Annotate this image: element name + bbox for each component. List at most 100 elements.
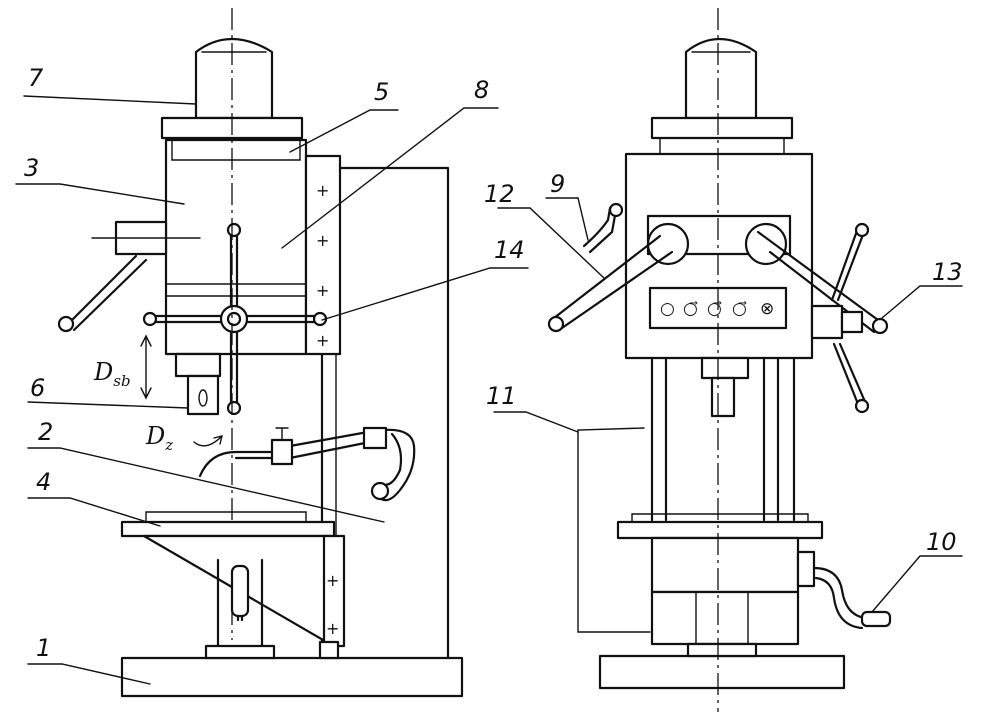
plus-mark: + bbox=[326, 619, 339, 638]
label-3: 3 bbox=[24, 154, 39, 182]
lever-knob bbox=[57, 315, 75, 333]
label-9: 9 bbox=[550, 170, 565, 198]
front-head-step bbox=[659, 137, 785, 155]
leader-5 bbox=[289, 109, 399, 153]
leader-lines bbox=[15, 95, 963, 685]
motor-front bbox=[684, 37, 758, 120]
label-8: 8 bbox=[474, 76, 489, 104]
label-2: 2 bbox=[38, 418, 53, 446]
rotation-motion-label: Dz bbox=[145, 422, 173, 454]
spindle bbox=[186, 374, 220, 416]
leader-4 bbox=[27, 497, 161, 527]
panel-symbol: ○ bbox=[660, 299, 675, 319]
small-handle bbox=[582, 206, 618, 254]
feed-motion-label: Dsb bbox=[93, 358, 131, 390]
feed-hub-front bbox=[810, 304, 844, 340]
feed-wheel-center bbox=[226, 311, 242, 327]
leader-8 bbox=[281, 107, 499, 249]
crank-arm bbox=[812, 566, 890, 630]
crank-handle bbox=[860, 610, 892, 628]
panel-symbol: ⊗ bbox=[760, 299, 774, 319]
table-support-front bbox=[650, 590, 800, 646]
motion-labels: Dsb Dz bbox=[93, 358, 173, 454]
column-body bbox=[320, 166, 450, 664]
plus-mark: + bbox=[316, 331, 329, 350]
front-view: ○ ○⃗ ○⃗ ○⃗ ⊗ bbox=[547, 8, 892, 712]
plus-mark: + bbox=[316, 181, 329, 200]
label-1: 1 bbox=[36, 634, 51, 662]
column-front bbox=[650, 356, 796, 522]
lever-left-knob bbox=[547, 315, 565, 333]
gearbox-lever bbox=[64, 254, 148, 332]
leader-14 bbox=[321, 267, 529, 321]
plus-mark: + bbox=[316, 281, 329, 300]
head-top-step bbox=[171, 137, 301, 161]
hose-end bbox=[370, 481, 390, 501]
panel-symbol: ○⃗ bbox=[732, 299, 747, 319]
plus-mark: + bbox=[316, 231, 329, 250]
motor-front-flange bbox=[650, 116, 794, 140]
table-top-plate bbox=[145, 511, 307, 523]
feed-wheel-spokes-v bbox=[229, 228, 239, 407]
spoke-knob bbox=[854, 398, 870, 414]
lever-right-knob bbox=[871, 317, 889, 335]
leader-6 bbox=[27, 401, 189, 409]
feed-arrow bbox=[140, 334, 152, 400]
support-front-lines bbox=[695, 591, 749, 645]
leader-1 bbox=[27, 663, 151, 685]
leader-12 bbox=[497, 207, 605, 279]
lever-hub-left bbox=[646, 222, 690, 266]
table-bracket-front bbox=[650, 536, 800, 594]
spoke-knob bbox=[142, 311, 158, 327]
label-5: 5 bbox=[374, 78, 389, 106]
feed-spokes-front bbox=[830, 226, 868, 406]
leader-2 bbox=[27, 447, 385, 523]
leader-11 bbox=[493, 411, 579, 433]
label-14: 14 bbox=[494, 236, 525, 264]
label-6: 6 bbox=[30, 374, 45, 402]
leader-10 bbox=[871, 555, 963, 613]
label-7: 7 bbox=[28, 64, 44, 92]
crank-hub bbox=[796, 550, 816, 588]
panel-symbol: ○⃗ bbox=[683, 299, 698, 319]
leader-7 bbox=[23, 95, 197, 105]
spoke-knob bbox=[854, 222, 870, 238]
lever-hub-right bbox=[744, 222, 788, 266]
spindle-slot bbox=[198, 389, 208, 407]
table-front-plate bbox=[631, 513, 809, 523]
lever-window bbox=[646, 214, 792, 256]
bracket-line-11 bbox=[577, 427, 651, 633]
spoke-knob bbox=[226, 222, 242, 238]
small-handle-knob bbox=[608, 202, 624, 218]
spindle-sleeve bbox=[174, 352, 222, 378]
support-foot bbox=[204, 644, 276, 660]
bracket-foot bbox=[318, 640, 340, 660]
leader-9 bbox=[545, 197, 589, 241]
plus-mark: + bbox=[326, 571, 339, 590]
label-12: 12 bbox=[484, 180, 515, 208]
panel-symbol: ○⃗ bbox=[707, 299, 722, 319]
spindle-front bbox=[710, 376, 736, 418]
side-view: + + + + + + bbox=[57, 8, 464, 698]
base-front bbox=[598, 654, 846, 690]
feed-wheel-hub bbox=[219, 304, 249, 334]
coolant-hose bbox=[374, 428, 416, 502]
label-10: 10 bbox=[926, 528, 957, 556]
label-11: 11 bbox=[486, 382, 517, 410]
spindle-sleeve-front bbox=[700, 356, 750, 380]
leader-13 bbox=[881, 285, 963, 319]
leader-3 bbox=[15, 183, 185, 205]
rotation-arrow bbox=[193, 435, 223, 447]
motor bbox=[194, 37, 274, 120]
valve-stem bbox=[275, 427, 289, 441]
coolant-valve bbox=[270, 438, 294, 466]
table-lift-handle bbox=[230, 564, 250, 618]
hose-clamp bbox=[362, 426, 388, 450]
table-front bbox=[616, 520, 824, 540]
table-support bbox=[216, 558, 264, 650]
lever-left bbox=[552, 234, 674, 330]
base-front-foot bbox=[686, 642, 758, 658]
spoke-knob bbox=[226, 400, 242, 416]
